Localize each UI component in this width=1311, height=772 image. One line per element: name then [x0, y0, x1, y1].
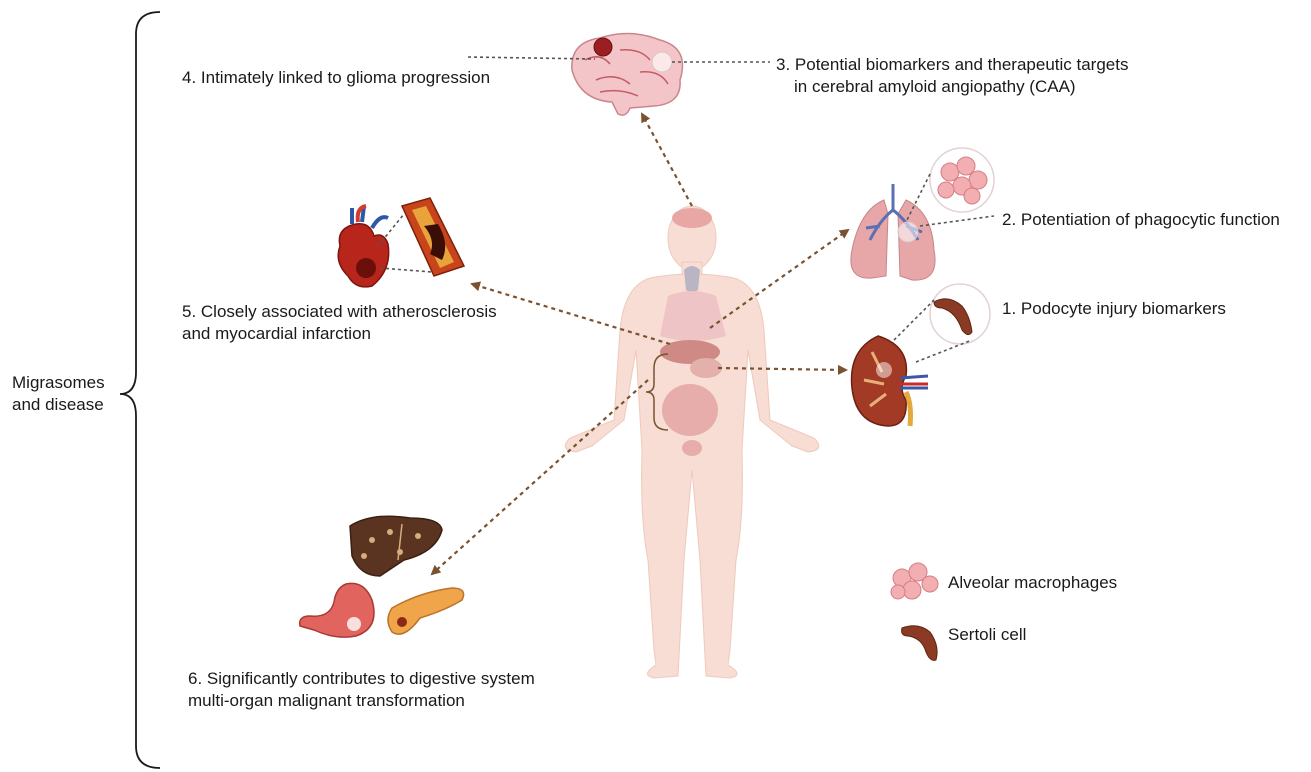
arrow-brain: [642, 114, 692, 206]
brain-icon: [572, 33, 683, 115]
pancreas-icon: [388, 588, 464, 634]
kidney-icon: [852, 336, 928, 426]
glioma-spot: [594, 38, 612, 56]
heart-icon: [338, 206, 388, 287]
group-label: Migrasomes and disease: [12, 372, 105, 416]
label-item-6: 6. Significantly contributes to digestiv…: [188, 668, 535, 712]
legend-label-macrophages: Alveolar macrophages: [948, 572, 1117, 594]
label-item-4: 4. Intimately linked to glioma progressi…: [182, 67, 490, 89]
liver-icon: [350, 516, 442, 576]
sertoli-inset: [930, 284, 990, 344]
artery-plaque-icon: [402, 198, 464, 276]
label-item-3: 3. Potential biomarkers and therapeutic …: [776, 54, 1128, 98]
label-item-1: 1. Podocyte injury biomarkers: [1002, 298, 1226, 320]
body-intestine-icon: [662, 384, 718, 436]
label-item-2: 2. Potentiation of phagocytic function: [1002, 209, 1280, 231]
arrow-digestive: [432, 380, 648, 574]
legend-label-sertoli: Sertoli cell: [948, 624, 1026, 646]
body-lungs-icon: [660, 291, 726, 341]
label-item-5: 5. Closely associated with atheroscleros…: [182, 301, 497, 345]
stomach-icon: [300, 583, 374, 637]
body-brain-icon: [672, 208, 712, 228]
body-bladder-icon: [682, 440, 702, 456]
macrophage-cluster-icon: [891, 563, 938, 599]
body-thyroid-icon: [684, 266, 700, 292]
macrophage-inset: [930, 148, 994, 212]
lungs-icon: [851, 184, 935, 280]
sertoli-cell-icon: [902, 626, 938, 661]
group-brace: [120, 12, 160, 768]
caa-inset-circle: [652, 52, 672, 72]
body-stomach-icon: [690, 358, 722, 378]
